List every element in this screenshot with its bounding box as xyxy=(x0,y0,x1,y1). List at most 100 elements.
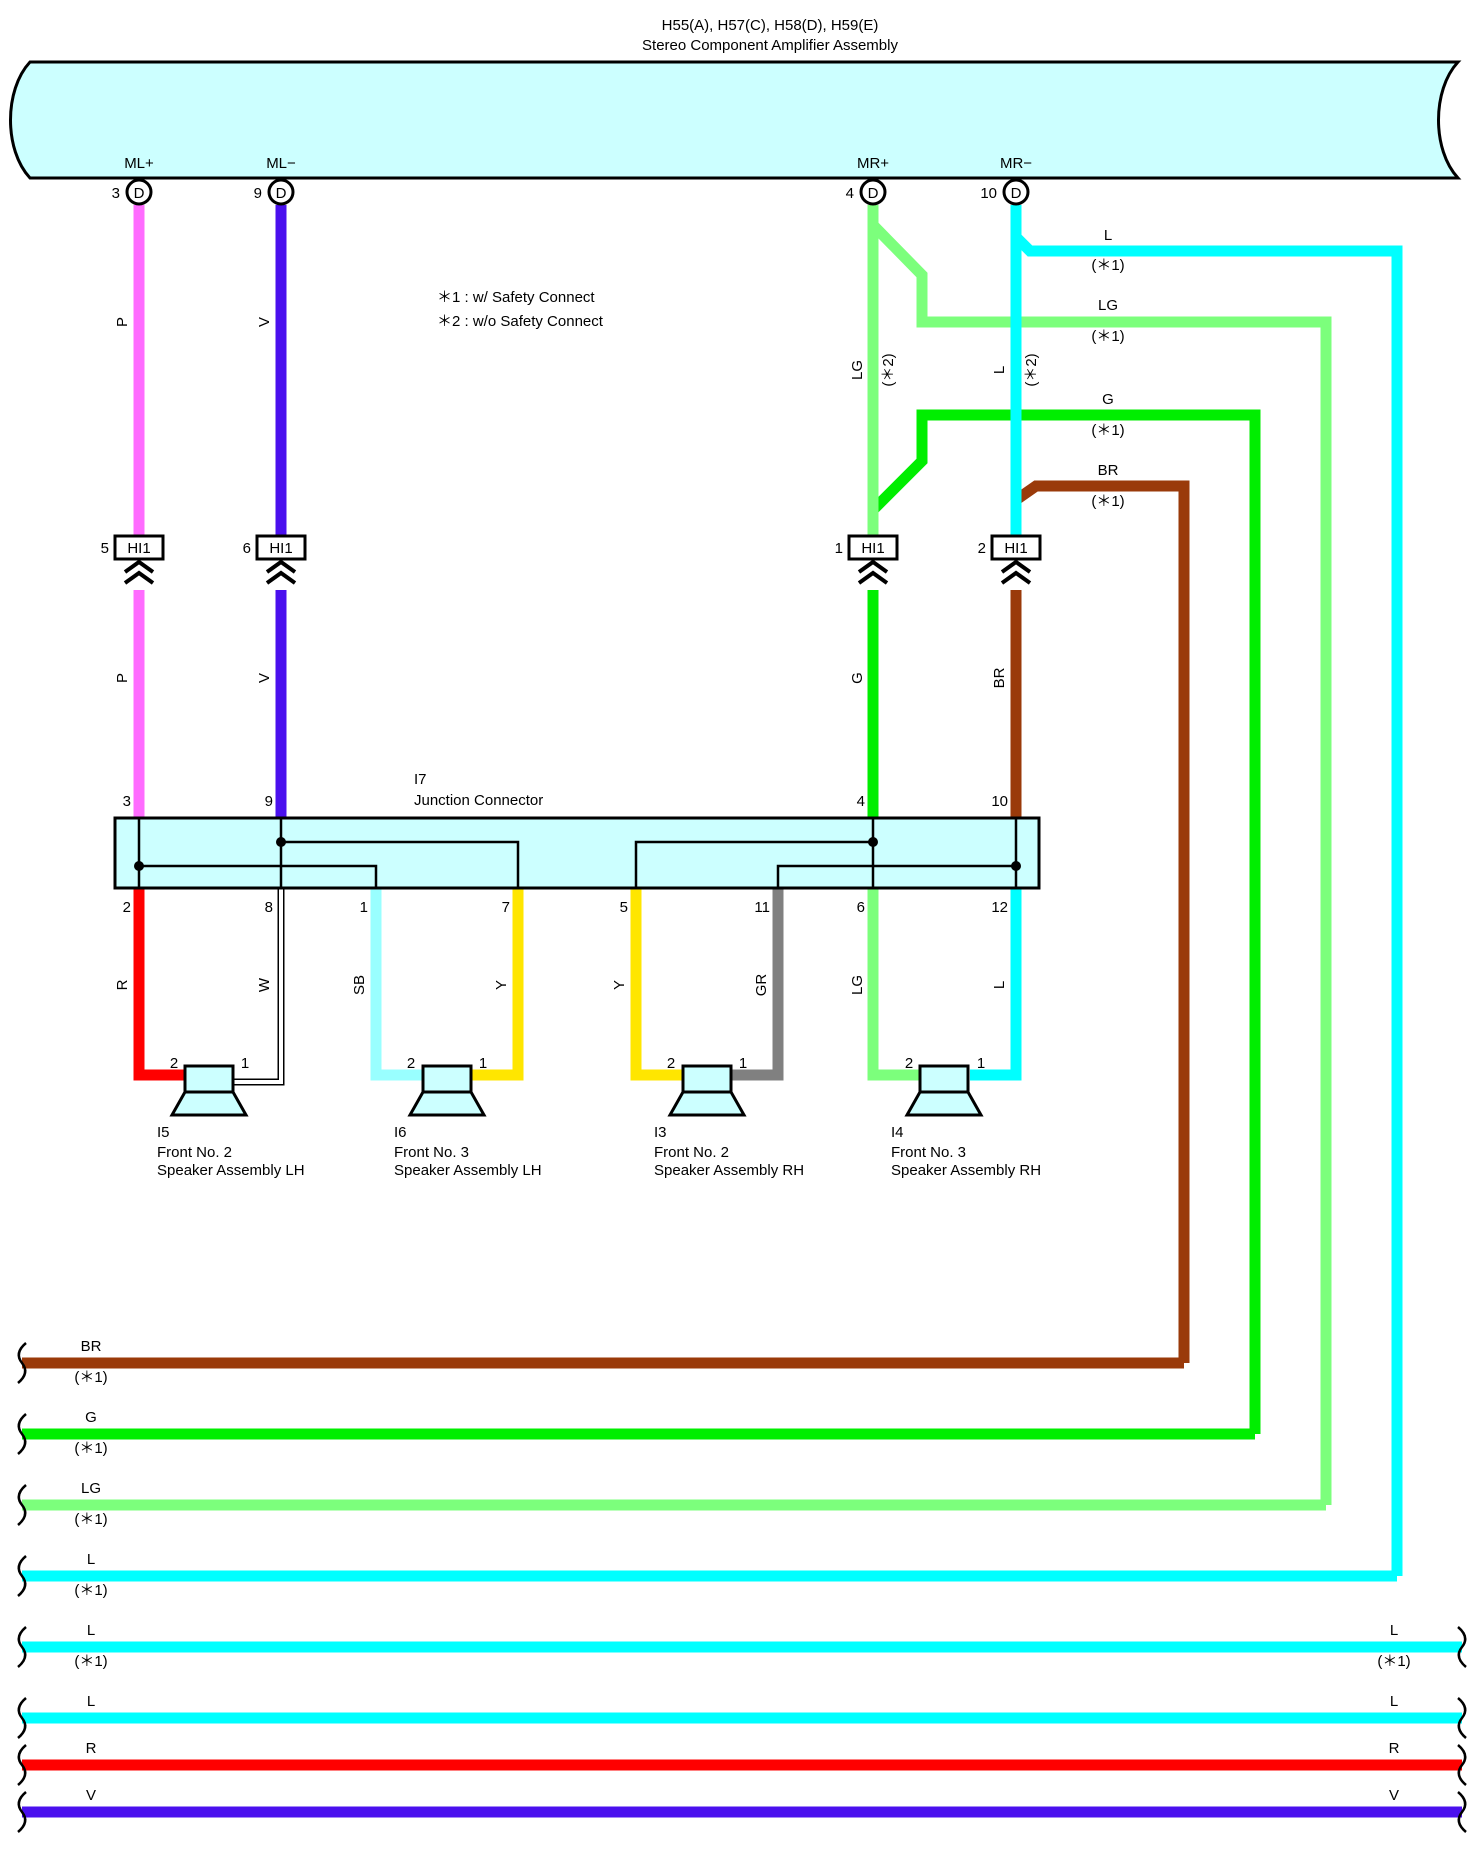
speaker-name-line1: Front No. 3 xyxy=(394,1144,469,1161)
bottom-label-g: G xyxy=(85,1409,97,1426)
chevron-up-icon xyxy=(265,559,297,585)
bottom-wire-labels: BR (＊1) G (＊1) LG (＊1) L (＊1) L (＊1) L (… xyxy=(74,1338,1410,1804)
wire-label-mr-minus-upper-note: (＊2) xyxy=(1023,353,1040,386)
junction-connector-box xyxy=(113,816,1041,890)
chevron-up-icon xyxy=(1000,559,1032,585)
wire-label-ml-minus-lower: V xyxy=(256,673,273,683)
bottom-label-l-3: L xyxy=(87,1693,95,1710)
speaker-i5-wire-a-label: R xyxy=(114,979,131,990)
speaker-name-line1: Front No. 2 xyxy=(157,1144,232,1161)
speaker-i3: 2 1 I3 Front No. 2 Speaker Assembly RH xyxy=(654,1055,804,1179)
connector-codes-title: H55(A), H57(C), H58(D), H59(E) xyxy=(662,17,879,34)
speaker-cone xyxy=(169,1090,249,1117)
speaker-icon xyxy=(918,1064,970,1094)
speaker-pin-a: 2 xyxy=(170,1055,178,1072)
branch-note-br: (＊1) xyxy=(1091,493,1124,510)
speaker-i5-wire-w xyxy=(232,888,285,1086)
hi1-label: HI1 xyxy=(1004,540,1027,557)
wire-label-mr-minus-upper: L xyxy=(991,366,1008,374)
speaker-pin-a: 2 xyxy=(905,1055,913,1072)
speaker-name-line2: Speaker Assembly RH xyxy=(891,1162,1041,1179)
amp-terminal-ml-plus: D 3 xyxy=(112,178,153,206)
speaker-name-line2: Speaker Assembly LH xyxy=(157,1162,305,1179)
hi1-pin-number: 1 xyxy=(835,540,843,557)
speaker-i6-wire-sb xyxy=(370,888,422,1081)
speaker-name-line2: Speaker Assembly LH xyxy=(394,1162,542,1179)
terminal-conn-letter: D xyxy=(1011,185,1022,202)
bottom-note-l-2: (＊1) xyxy=(74,1653,107,1670)
amp-terminal-mr-minus: D 10 xyxy=(980,178,1030,206)
speaker-pin-b: 1 xyxy=(479,1055,487,1072)
terminal-name-mr-minus: MR− xyxy=(1000,155,1032,172)
junction-name: Junction Connector xyxy=(414,792,543,809)
speaker-i4-wire-l xyxy=(970,888,1022,1081)
junction-bottom-pin-5: 5 xyxy=(620,899,628,916)
hi1-pin-number: 5 xyxy=(101,540,109,557)
speaker-pin-b: 1 xyxy=(739,1055,747,1072)
hi1-connector-pin2: HI1 2 xyxy=(978,534,1042,585)
wire-label-ml-minus-upper: V xyxy=(256,317,273,327)
speaker-i6-wire-y xyxy=(472,888,524,1081)
speaker-cone xyxy=(904,1090,984,1117)
chevron-up-icon xyxy=(857,559,889,585)
amplifier-assembly-body xyxy=(9,60,1462,180)
branch-note-g: (＊1) xyxy=(1091,422,1124,439)
terminal-pin-number: 4 xyxy=(846,185,854,202)
bottom-label-v-right: V xyxy=(1389,1787,1399,1804)
speaker-i4: 2 1 I4 Front No. 3 Speaker Assembly RH xyxy=(891,1055,1041,1179)
speaker-i4-wire-a-label: LG xyxy=(849,975,866,995)
bottom-label-r-right: R xyxy=(1389,1740,1400,1757)
junction-top-pin-9: 9 xyxy=(265,793,273,810)
hi1-pin-number: 6 xyxy=(243,540,251,557)
terminal-pin-number: 9 xyxy=(254,185,262,202)
bottom-wire-bundle xyxy=(22,1357,1462,1818)
amp-terminal-ml-minus: D 9 xyxy=(254,178,295,206)
speaker-cone xyxy=(407,1090,487,1117)
wire-label-ml-plus-upper: P xyxy=(114,317,131,327)
bottom-label-br: BR xyxy=(81,1338,102,1355)
speaker-pin-b: 1 xyxy=(977,1055,985,1072)
note-safety-connect: ＊1 : w/ Safety Connect xyxy=(437,289,595,306)
speaker-icon xyxy=(681,1064,733,1094)
speaker-name-line1: Front No. 3 xyxy=(891,1144,966,1161)
continuation-brackets-left xyxy=(17,1342,27,1833)
speaker-pin-a: 2 xyxy=(667,1055,675,1072)
branch-label-br: BR xyxy=(1098,462,1119,479)
speaker-i6-wire-b-label: Y xyxy=(493,980,510,990)
speaker-id: I6 xyxy=(394,1124,407,1141)
speaker-pin-a: 2 xyxy=(407,1055,415,1072)
hi1-label: HI1 xyxy=(127,540,150,557)
speaker-id: I5 xyxy=(157,1124,170,1141)
terminal-conn-letter: D xyxy=(868,185,879,202)
speaker-icon xyxy=(421,1064,473,1094)
hi1-connector-pin1: HI1 1 xyxy=(835,534,899,585)
bottom-label-l-2-right: L xyxy=(1390,1622,1398,1639)
terminal-pin-number: 10 xyxy=(980,185,997,202)
note-no-safety-connect: ＊2 : w/o Safety Connect xyxy=(437,313,604,330)
wire-label-mr-minus-lower: BR xyxy=(991,667,1008,688)
hi1-connector-pin5: HI1 5 xyxy=(101,534,165,585)
terminal-conn-letter: D xyxy=(134,185,145,202)
bottom-note-l-1: (＊1) xyxy=(74,1582,107,1599)
branch-wire-g xyxy=(869,409,1261,1434)
speaker-id: I3 xyxy=(654,1124,667,1141)
junction-bottom-pin-7: 7 xyxy=(502,899,510,916)
wire-label-mr-plus-upper-note: (＊2) xyxy=(880,353,897,386)
speaker-id: I4 xyxy=(891,1124,904,1141)
speaker-icon xyxy=(183,1064,235,1094)
speaker-name-line2: Speaker Assembly RH xyxy=(654,1162,804,1179)
junction-bottom-pin-2: 2 xyxy=(123,899,131,916)
bottom-label-l-2: L xyxy=(87,1622,95,1639)
speaker-i3-wire-a-label: Y xyxy=(611,980,628,990)
speaker-cone xyxy=(667,1090,747,1117)
terminal-name-ml-plus: ML+ xyxy=(124,155,154,172)
branch-note-l: (＊1) xyxy=(1091,257,1124,274)
speaker-pin-b: 1 xyxy=(241,1055,249,1072)
junction-top-pin-10: 10 xyxy=(991,793,1008,810)
hi1-label: HI1 xyxy=(861,540,884,557)
bottom-label-v: V xyxy=(86,1787,96,1804)
continuation-brackets-right xyxy=(1457,1626,1467,1833)
bottom-label-r: R xyxy=(86,1740,97,1757)
branch-label-l: L xyxy=(1104,227,1112,244)
